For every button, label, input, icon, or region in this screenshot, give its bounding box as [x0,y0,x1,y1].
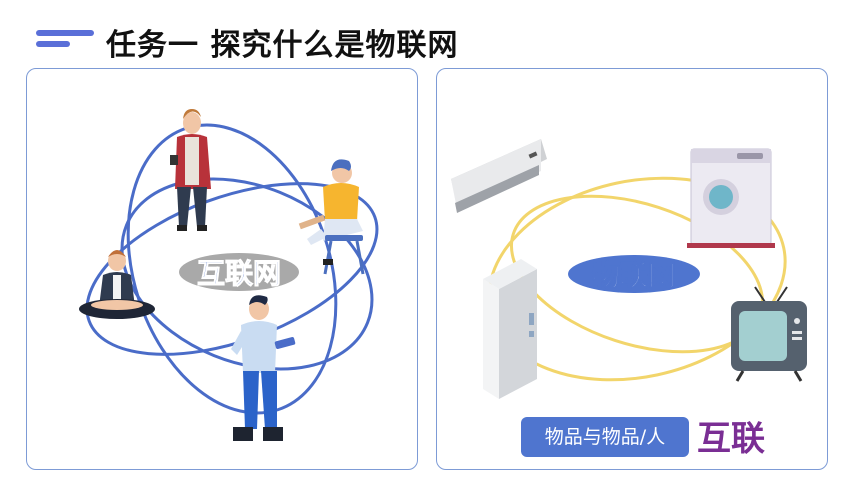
title-decoration [36,30,94,50]
iot-label: 物联网 [592,259,676,292]
washing-machine-icon [687,148,775,248]
iot-panel: 物联网 [436,68,828,470]
internet-panel: 互联网 [26,68,418,470]
person-standing-icon [170,109,211,231]
television-icon [731,286,807,382]
title-decoration-bar [36,30,94,36]
iot-label-pill [568,255,700,293]
caption-box: 物品与物品/人 [521,417,689,457]
caption-highlight: 互联 [697,419,765,459]
title-decoration-bar [36,41,70,47]
person-meditating-icon [79,250,155,319]
orbit-ellipse [120,177,374,371]
refrigerator-icon [483,259,537,399]
internet-illustration: 互联网 [79,109,379,441]
person-with-tablet-icon [231,295,296,441]
page-title: 任务一 探究什么是物联网 [106,28,459,63]
iot-illustration: 物联网 [451,139,807,399]
person-sitting-icon [298,159,365,275]
internet-label-pill [179,253,299,291]
air-conditioner-icon [451,139,547,213]
internet-label: 互联网 [197,257,281,290]
